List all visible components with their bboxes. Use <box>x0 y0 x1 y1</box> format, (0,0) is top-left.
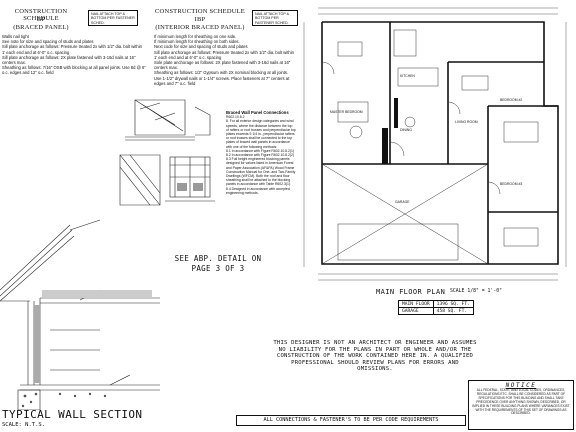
schedule-ibp-side-note: NAIL ATTACH TOP & BOTTOM PER FASTENER SC… <box>252 10 298 26</box>
braced-panel-detail-drawings <box>119 99 215 206</box>
floor-plan-scale: SCALE 1/8" = 1'-0" <box>450 289 502 294</box>
braced-wall-panel-notes: Braced Wall Panel Connections R602.10.8.… <box>226 110 296 195</box>
see-detail-note: SEE ABP. DETAIL ON PAGE 3 OF 3 <box>174 254 262 273</box>
schedule-ibp-item: Sole plate anchorage as follows: 2X plat… <box>154 60 291 71</box>
designer-disclaimer: THIS DESIGNER IS NOT AN ARCHITECT OR ENG… <box>273 340 477 373</box>
area-value: 1396 SQ. FT. <box>432 300 474 308</box>
braced-notes-paragraph: 8.4 Designed in accordance with accepted… <box>226 186 290 195</box>
schedule-bp-item: Sheathing as follows: 7/16" OSB with blo… <box>2 65 146 76</box>
notice-text: ALL FEDERAL, STATE, AND LOCAL CODES, ORD… <box>472 388 570 416</box>
schedule-ibp-item: Sheathing as follows: 1/2" Gypsum with 2… <box>154 70 290 86</box>
floor-plan-title: MAIN FLOOR PLAN <box>376 288 446 296</box>
construction-schedule-ibp: CONSTRUCTION SCHEDULE IBP (INTERIOR BRAC… <box>150 6 298 106</box>
braced-notes-title: Braced Wall Panel Connections <box>226 110 289 115</box>
construction-schedule-bp: CONSTRUCTION SCHEDULE BP (BRACED PANEL) … <box>0 6 148 92</box>
braced-notes-paragraph: 8. For all exterior design categories an… <box>226 119 296 149</box>
braced-notes-ref: R602.10.8.2 <box>226 115 245 120</box>
schedule-ibp-item: Next code for size and spacing of studs … <box>154 44 248 50</box>
schedule-bp-title: CONSTRUCTION SCHEDULE <box>14 8 68 22</box>
braced-notes-paragraph: 8.1 In accordance with Figure R602.10.8.… <box>226 148 295 153</box>
area-label: GARAGE <box>398 307 434 315</box>
braced-notes-paragraph: 8.2 In accordance with Figure R602.10.8.… <box>226 153 295 158</box>
schedule-bp-item: Sill plate anchorage as follows: 2X plat… <box>2 54 136 66</box>
schedule-ibp-item: If minimum length for sheathing on both … <box>154 39 240 45</box>
floor-area-table: MAIN FLOOR 1396 SQ. FT. GARAGE 458 SQ. F… <box>398 300 474 315</box>
room-label-bedroom-3: BEDROOM #3 <box>500 182 523 186</box>
wall-section-scale: SCALE: N.T.S. <box>2 422 46 428</box>
area-label: MAIN FLOOR <box>398 300 434 308</box>
wall-section-title: TYPICAL WALL SECTION <box>2 408 143 421</box>
table-row: MAIN FLOOR 1396 SQ. FT. <box>398 300 474 308</box>
typical-wall-section-drawing <box>0 219 160 410</box>
room-label-living-room: LIVING ROOM <box>455 120 478 124</box>
schedule-bp-item: Walls nail tight <box>2 34 29 39</box>
schedule-ibp-title: CONSTRUCTION SCHEDULE <box>155 8 245 15</box>
table-row: GARAGE 458 SQ. FT. <box>398 307 474 315</box>
room-label-dining: DINING <box>400 128 412 132</box>
notice-title: NOTICE <box>505 382 537 389</box>
connections-note: ALL CONNECTIONS & FASTENER'S TO BE PER C… <box>236 415 466 426</box>
braced-notes-paragraph: 8.3 Full height engineered blocking pane… <box>226 157 296 187</box>
schedule-bp-code: BP <box>36 16 46 23</box>
area-value: 458 SQ. FT. <box>432 307 474 315</box>
schedule-ibp-item: Sill plate anchorage as follows: Pressur… <box>154 49 294 60</box>
schedule-bp-item: See note for size and spacing of studs a… <box>2 39 94 45</box>
schedule-ibp-subtitle: (INTERIOR BRACED PANEL) <box>155 24 245 31</box>
schedule-bp-subtitle: (BRACED PANEL) <box>13 24 69 31</box>
notice-box: NOTICE ALL FEDERAL, STATE, AND LOCAL COD… <box>468 380 574 430</box>
schedule-ibp-items: If minimum length for sheathing on one s… <box>154 34 294 86</box>
main-floor-plan-drawing <box>303 7 567 281</box>
room-label-bedroom-2: BEDROOM #2 <box>500 98 523 102</box>
schedule-bp-side-note: NAIL ATTACH TOP & BOTTOM PER FASTENER SC… <box>88 10 138 26</box>
schedule-bp-item: Sill plate anchorage as follows: Pressur… <box>2 44 142 55</box>
room-label-master-bedroom: MASTER BEDROOM <box>330 110 363 114</box>
schedule-ibp-code: IBP <box>194 16 206 23</box>
room-label-kitchen: KITCHEN <box>400 74 415 78</box>
room-label-garage: GARAGE <box>395 200 410 204</box>
schedule-bp-items: Walls nail tight See note for size and s… <box>2 34 146 76</box>
schedule-ibp-item: If minimum length for sheathing on one s… <box>154 34 237 39</box>
